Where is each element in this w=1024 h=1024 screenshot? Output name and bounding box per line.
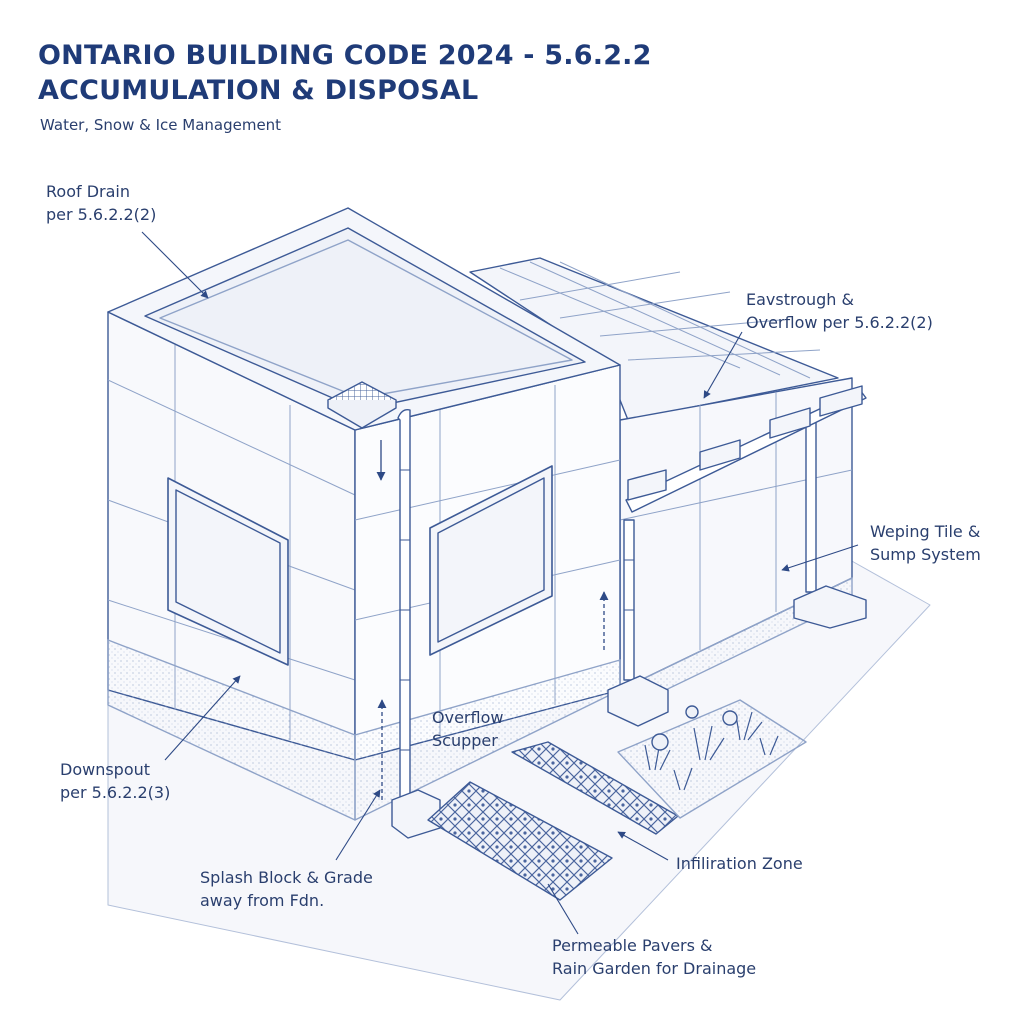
label-eavestrough-line2: Overflow per 5.6.2.2(2)	[746, 313, 933, 332]
label-overflow-scupper-line2: Scupper	[432, 731, 498, 750]
label-roof-drain: Roof Drain per 5.6.2.2(2)	[46, 180, 156, 226]
leader-splash-block	[335, 789, 381, 861]
rain-garden	[617, 699, 807, 819]
downspout-annex-left	[623, 519, 635, 681]
paver-walk-1	[427, 781, 613, 901]
leader-roof-drain	[141, 231, 209, 299]
splash-block-annex-left	[607, 675, 669, 727]
label-splash-block: Splash Block & Grade away from Fdn.	[200, 866, 373, 912]
label-downspout-line2: per 5.6.2.2(3)	[60, 783, 171, 802]
leader-pavers	[547, 883, 579, 935]
label-pavers-line2: Rain Garden for Drainage	[552, 959, 757, 978]
label-roof-drain-line2: per 5.6.2.2(2)	[46, 205, 157, 224]
splash-block-main	[391, 789, 441, 839]
label-overflow-scupper-line1: Overflow	[432, 708, 504, 727]
label-pavers: Permeable Pavers & Rain Garden for Drain…	[552, 934, 756, 980]
title-line-2: ACCUMULATION & DISPOSAL	[38, 75, 479, 106]
leader-weeping-tile	[781, 544, 859, 572]
downspout-annex-right	[805, 417, 817, 593]
label-weeping-tile: Weping Tile & Sump System	[870, 520, 981, 566]
label-eavestrough-line1: Eavstrough &	[746, 290, 855, 309]
label-downspout-line1: Downspout	[60, 760, 151, 779]
leader-eavestrough	[703, 331, 743, 399]
label-eavestrough: Eavstrough & Overflow per 5.6.2.2(2)	[746, 288, 933, 334]
leader-downspout	[164, 675, 241, 761]
leader-infiltration	[617, 831, 669, 861]
label-roof-drain-line1: Roof Drain	[46, 182, 130, 201]
window-right	[429, 465, 553, 656]
label-infiltration-zone: Infiliration Zone	[676, 852, 803, 875]
label-splash-block-line2: away from Fdn.	[200, 891, 325, 910]
label-overflow-scupper: Overflow Scupper	[432, 706, 503, 752]
page-subtitle: Water, Snow & Ice Management	[40, 116, 282, 134]
label-splash-block-line1: Splash Block & Grade	[200, 868, 373, 887]
splash-block-annex-right	[793, 585, 867, 629]
title-line-1: ONTARIO BUILDING CODE 2024 - 5.6.2.2	[38, 40, 652, 71]
label-weeping-tile-line2: Sump System	[870, 545, 981, 564]
label-infiltration-line1: Infiliration Zone	[676, 854, 803, 873]
downspout-main	[397, 408, 411, 799]
window-left	[167, 477, 289, 666]
label-downspout: Downspout per 5.6.2.2(3)	[60, 758, 170, 804]
label-weeping-tile-line1: Weping Tile &	[870, 522, 981, 541]
page-title: ONTARIO BUILDING CODE 2024 - 5.6.2.2 ACC…	[38, 38, 652, 108]
label-pavers-line1: Permeable Pavers &	[552, 936, 713, 955]
